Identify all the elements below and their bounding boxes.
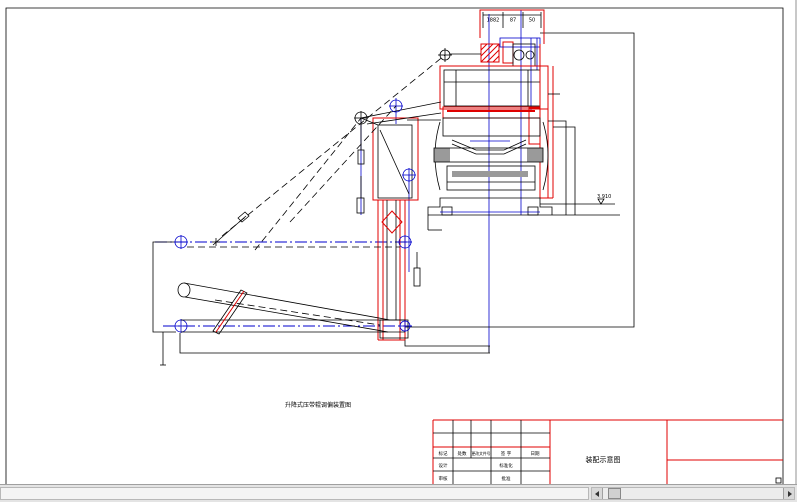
strut-lower xyxy=(212,289,248,335)
machine-outline xyxy=(152,32,635,366)
window-right-edge xyxy=(795,0,797,484)
support-column xyxy=(372,117,419,341)
drawing-viewport[interactable]: 1882 87 50 xyxy=(0,0,797,484)
pulley-icon xyxy=(399,320,411,332)
elevation-mark: 3.910 xyxy=(597,194,611,205)
counterweights xyxy=(356,124,421,287)
dimension-label: 1882 xyxy=(487,18,500,24)
bottom-bar xyxy=(0,484,797,502)
scroll-left-arrow-icon xyxy=(595,491,599,497)
drawing-name: 装配示意图 xyxy=(586,455,621,464)
title-block-cell: 审核 xyxy=(439,475,448,482)
strut-upper xyxy=(212,211,250,246)
elevation-label: 3.910 xyxy=(597,194,611,200)
pulley-icon xyxy=(174,235,188,249)
drawing-border xyxy=(5,7,784,484)
scroll-right-arrow-icon xyxy=(788,491,792,497)
inclined-conveyor xyxy=(177,282,391,333)
title-block-cell: 标准化 xyxy=(499,462,513,469)
title-block-header: 处数 xyxy=(458,450,467,457)
title-block-cell: 批准 xyxy=(502,475,511,482)
scroll-thumb[interactable] xyxy=(608,488,621,499)
title-block-header: 更改文件号 xyxy=(472,451,491,456)
drawing-caption: 升降式压带辊调偏装置图 xyxy=(285,401,351,409)
scroll-left-button[interactable] xyxy=(592,488,603,499)
pulley-icon xyxy=(402,168,416,182)
title-block-header: 标记 xyxy=(439,450,448,457)
layout-tab-area[interactable] xyxy=(0,487,589,500)
base-frame xyxy=(427,197,620,231)
horizontal-scrollbar[interactable] xyxy=(591,487,795,500)
cad-drawing-canvas: 1882 87 50 xyxy=(5,7,784,484)
tension-arm xyxy=(360,101,442,126)
title-block-cell: 设计 xyxy=(439,462,448,469)
title-block: 标记 处数 更改文件号 签 字 日期 设计 标准化 审核 批准 装配示意图 xyxy=(432,419,783,484)
top-dimension: 1882 87 50 xyxy=(482,12,542,28)
scroll-right-button[interactable] xyxy=(783,488,794,499)
dimension-label: 50 xyxy=(529,18,535,24)
lower-belt xyxy=(181,319,405,333)
pulley-icon xyxy=(398,235,412,249)
dimension-label: 87 xyxy=(510,18,516,24)
title-block-header: 日期 xyxy=(531,451,540,457)
sheet-corner-box xyxy=(775,477,782,484)
title-block-header: 签 字 xyxy=(501,450,512,457)
swing-path-lines xyxy=(214,54,446,326)
idler-roller xyxy=(433,106,549,191)
